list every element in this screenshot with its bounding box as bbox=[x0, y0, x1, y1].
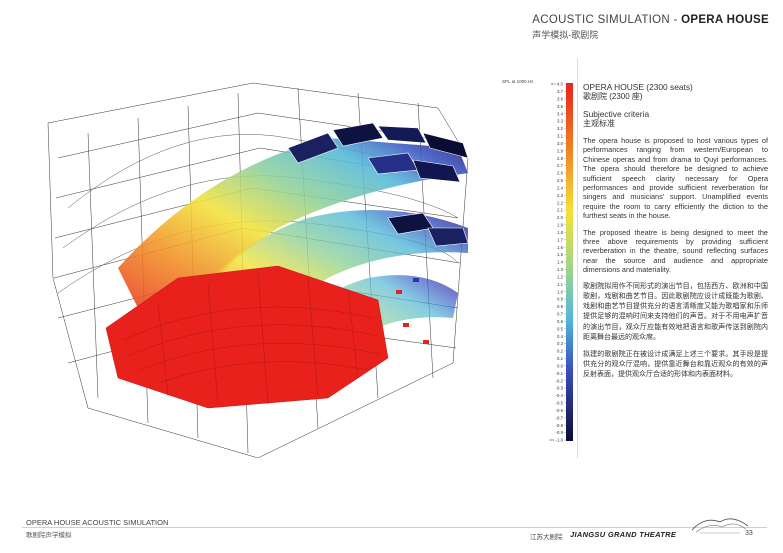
subjective-criteria-heading-cn: 主观标准 bbox=[583, 119, 615, 128]
legend-tick-label: 2.7 bbox=[557, 163, 564, 168]
legend-tick-label: 1.2 bbox=[557, 274, 564, 279]
paragraph-2: The proposed theatre is being designed t… bbox=[583, 227, 768, 275]
column-divider bbox=[577, 58, 578, 458]
legend-tick-label: -0.8 bbox=[556, 423, 564, 428]
legend-tick-label: 1.3 bbox=[557, 267, 564, 272]
legend-tick-label: 3.6 bbox=[557, 96, 564, 101]
legend-tick-label: -0.5 bbox=[556, 401, 564, 406]
legend-tick-label: 1.4 bbox=[557, 260, 564, 265]
legend-tick-label: 3.3 bbox=[557, 119, 564, 124]
upper-reflector-panels bbox=[287, 122, 469, 247]
legend-gradient-bar bbox=[566, 83, 573, 441]
legend-tick-label: 2.2 bbox=[557, 200, 564, 205]
footer-divider bbox=[22, 527, 767, 528]
legend-tick-label: 0.2 bbox=[557, 349, 564, 354]
spl-color-legend: SPL at 1000 Hz >= 4.0 3.7 3.6 3.5 3.4 3.3 3.2 3… bbox=[502, 79, 576, 454]
legend-tick-label: 0.4 bbox=[557, 334, 564, 339]
legend-tick-label: 1.7 bbox=[557, 237, 564, 242]
legend-tick-label: 1.6 bbox=[557, 245, 564, 250]
legend-tick-label: -0.6 bbox=[556, 408, 564, 413]
footer-brand-cn: 江苏大剧院 bbox=[530, 534, 563, 541]
legend-tick-label: 0.9 bbox=[557, 297, 564, 302]
legend-tick-label: -0.7 bbox=[556, 415, 564, 420]
legend-tick-label: 3.7 bbox=[557, 89, 564, 94]
legend-tick-label: 0.3 bbox=[557, 341, 564, 346]
subjective-criteria-heading: Subjective criteria bbox=[583, 109, 650, 119]
page-number: 33 bbox=[745, 530, 753, 537]
legend-tick-label: 3.0 bbox=[557, 141, 564, 146]
legend-tick-label: <= -1.0 bbox=[549, 438, 563, 443]
theatre-logo-icon bbox=[691, 518, 749, 534]
page-header: ACOUSTIC SIMULATION - OPERA HOUSE 声学模拟-歌… bbox=[532, 14, 769, 41]
stalls-seating-area bbox=[105, 265, 389, 409]
section-heading-cn: 歌剧院 (2300 座) bbox=[583, 92, 643, 101]
legend-tick-label: 1.1 bbox=[557, 282, 564, 287]
legend-tick-label: -0.9 bbox=[556, 430, 564, 435]
legend-tick-label: 1.5 bbox=[557, 252, 564, 257]
legend-tick-label: 2.5 bbox=[557, 178, 564, 183]
legend-tick-label: 0.6 bbox=[557, 319, 564, 324]
legend-tick-label: 0.1 bbox=[557, 356, 564, 361]
footer-subtitle: 歌剧院声学模拟 bbox=[26, 532, 72, 539]
acoustic-simulation-figure bbox=[47, 82, 469, 458]
description-column: OPERA HOUSE (2300 seats) 歌剧院 (2300 座) Su… bbox=[583, 82, 768, 388]
legend-tick-label: -0.3 bbox=[556, 386, 564, 391]
legend-tick-label: 2.9 bbox=[557, 148, 564, 153]
legend-tick-label: 1.8 bbox=[557, 230, 564, 235]
legend-tick-label: 0.7 bbox=[557, 312, 564, 317]
legend-tick-label: 0.0 bbox=[557, 363, 564, 368]
legend-tick-label: 2.6 bbox=[557, 171, 564, 176]
legend-tick-label: 3.2 bbox=[557, 126, 564, 131]
page-subtitle: 声学模拟-歌剧院 bbox=[532, 30, 599, 40]
legend-tick-label: 2.4 bbox=[557, 185, 564, 190]
legend-title: SPL at 1000 Hz bbox=[502, 79, 534, 84]
footer-title: OPERA HOUSE ACOUSTIC SIMULATION bbox=[26, 518, 169, 527]
footer-brand: JIANGSU GRAND THEATRE bbox=[570, 530, 677, 539]
legend-tick-label: >= 4.0 bbox=[551, 82, 564, 87]
legend-tick-label: -0.2 bbox=[556, 378, 564, 383]
legend-scale: >= 4.0 3.7 3.6 3.5 3.4 3.3 3.2 3.1 3.0 2.9 2.8 2.7 2… bbox=[549, 82, 573, 443]
paragraph-4-cn: 拟建的歌剧院正在被设计成满足上述三个要求。其手段是提供充分的观众厅混响，提供靠近… bbox=[583, 350, 768, 379]
section-heading: OPERA HOUSE (2300 seats) bbox=[583, 82, 693, 92]
legend-tick-label: 0.8 bbox=[557, 304, 564, 309]
legend-tick-label: 0.5 bbox=[557, 326, 564, 331]
legend-tick-label: 1.9 bbox=[557, 223, 564, 228]
legend-tick-label: -0.1 bbox=[556, 371, 564, 376]
legend-tick-label: 2.1 bbox=[557, 208, 564, 213]
legend-tick-label: 3.4 bbox=[557, 111, 564, 116]
legend-tick-label: 2.3 bbox=[557, 193, 564, 198]
legend-tick-label: 3.5 bbox=[557, 104, 564, 109]
legend-tick-label: -0.4 bbox=[556, 393, 564, 398]
legend-tick-label: 2.0 bbox=[557, 215, 564, 220]
paragraph-3-cn: 歌剧院拟用作不同形式的演出节目，包括西方、欧洲和中国歌剧，戏剧和曲艺节目。因此歌… bbox=[583, 282, 768, 341]
scatter-markers bbox=[396, 278, 429, 344]
legend-tick-label: 3.1 bbox=[557, 134, 564, 139]
paragraph-1: The opera house is proposed to host vari… bbox=[583, 136, 768, 221]
legend-tick-label: 1.0 bbox=[557, 289, 564, 294]
legend-tick-label: 2.8 bbox=[557, 156, 564, 161]
page-title: ACOUSTIC SIMULATION - OPERA HOUSE bbox=[532, 14, 769, 26]
legend-tick-labels: >= 4.0 3.7 3.6 3.5 3.4 3.3 3.2 3.1 3.0 2.9 2.8 2.7 2… bbox=[549, 82, 566, 443]
